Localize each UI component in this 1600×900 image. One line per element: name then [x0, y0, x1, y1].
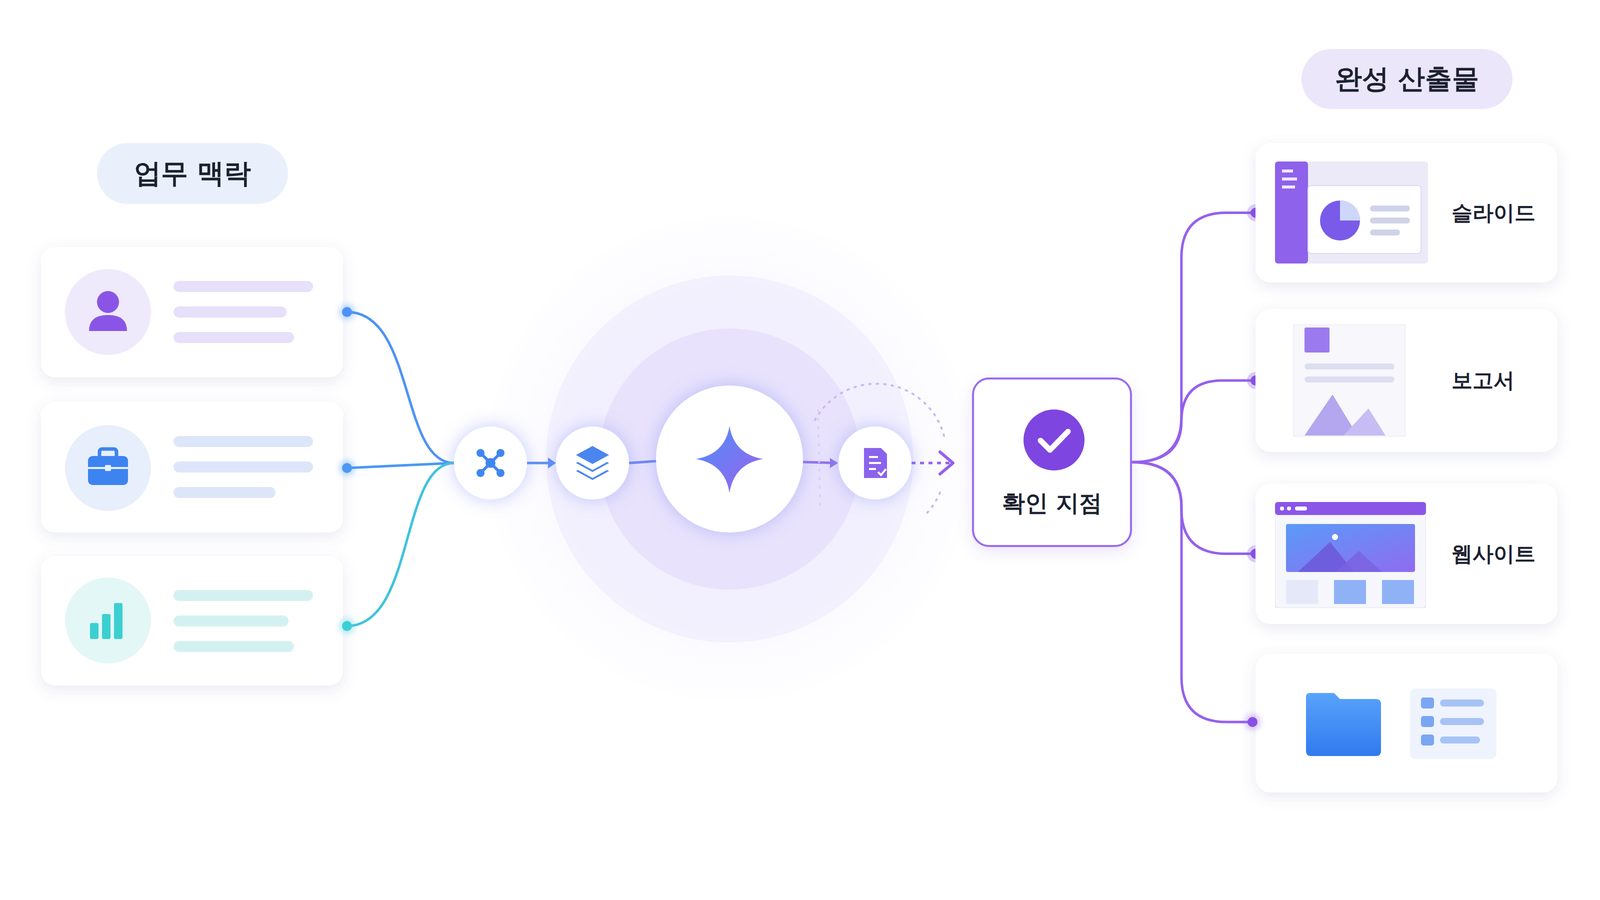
network-node: [454, 426, 527, 500]
context-wires: [347, 312, 454, 626]
chart-icon: [65, 577, 151, 664]
node-text: 완성 산출물: [1335, 61, 1480, 98]
wire-dots: [339, 304, 355, 634]
node-text: 확인 지점: [1002, 488, 1102, 519]
node-text: 보고서: [1451, 366, 1515, 395]
context-cards: [41, 247, 1558, 793]
output-card: 보고서: [1255, 309, 1558, 452]
person-icon: [65, 269, 151, 355]
node-text: 업무 맥락: [134, 155, 252, 192]
website-thumbnail: [1275, 502, 1426, 608]
placeholder-lines: [173, 281, 313, 343]
briefcase-icon: [65, 425, 151, 511]
output-card: 슬라이드: [1255, 143, 1558, 283]
connector-line: [1132, 380, 1256, 463]
connector: [1132, 204, 1264, 463]
connector: [1132, 462, 1264, 563]
connector-line: [1132, 213, 1256, 463]
node-text: 슬라이드: [1451, 199, 1536, 227]
connector-line: [1132, 462, 1256, 554]
layers-node: [556, 426, 629, 500]
output-label: 완성 산출물: [1301, 49, 1513, 109]
ai-core: [656, 385, 803, 533]
output-card: 웹사이트: [1255, 483, 1558, 624]
context-label: 업무 맥락: [97, 143, 288, 204]
placeholder-lines: [173, 590, 313, 652]
halo: [546, 275, 913, 643]
files-wire: [1132, 462, 1261, 730]
document-node: [838, 426, 912, 500]
files-card-content: [1306, 688, 1497, 759]
placeholder-lines: [173, 436, 313, 498]
check-icon: [1022, 408, 1086, 472]
report-thumbnail: [1293, 324, 1406, 437]
checkpoint-box: 확인 지점: [972, 377, 1132, 547]
slide-thumbnail: [1275, 161, 1428, 264]
halo: [487, 217, 972, 701]
connector: [1132, 372, 1264, 463]
halo: [599, 328, 860, 590]
node-text: 웹사이트: [1451, 540, 1536, 568]
